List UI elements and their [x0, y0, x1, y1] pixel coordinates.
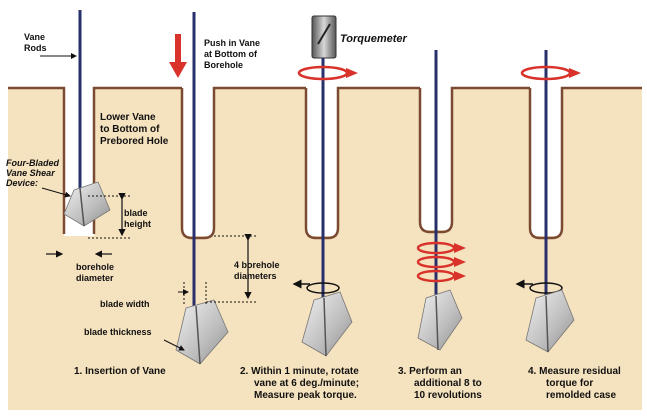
vane-blade-1	[63, 181, 111, 227]
label-push-2: at Bottom of	[204, 49, 258, 59]
step-2-caption-line-1: 2. Within 1 minute, rotate	[240, 366, 359, 377]
label-lower-2: to Bottom of	[100, 124, 160, 135]
label-torquemeter: Torquemeter	[340, 33, 408, 45]
device-pointer	[41, 187, 71, 198]
step-2-caption-line-2: vane at 6 deg./minute;	[254, 378, 359, 389]
label-four-diam-1: 4 borehole	[234, 260, 280, 270]
label-push-3: Borehole	[204, 60, 243, 70]
label-borehole-diameter-1: borehole	[76, 262, 114, 272]
vane-blade-2	[175, 299, 229, 365]
borehole-2	[180, 86, 306, 240]
label-device-1: Four-Bladed	[6, 158, 60, 168]
rotation-arrow-top-3	[297, 65, 358, 81]
rotation-arrow-top-5	[520, 65, 581, 81]
label-lower-3: Prebored Hole	[100, 136, 169, 147]
label-vane-rods-2: Rods	[24, 43, 47, 53]
label-blade-height-1: blade	[124, 208, 148, 218]
label-blade-height-2: height	[124, 219, 151, 229]
torquemeter-icon	[311, 15, 337, 59]
step-1-caption: 1. Insertion of Vane	[74, 366, 166, 377]
label-push-1: Push in Vane	[204, 38, 260, 48]
label-device-2: Vane Shear	[6, 168, 55, 178]
revolution-arrows-4	[416, 241, 466, 283]
rotation-arrow-bottom-3	[292, 279, 340, 294]
blade-thickness-pointer	[163, 339, 185, 351]
push-arrow	[169, 34, 187, 78]
step-4-caption-line-2: torque for	[546, 378, 593, 389]
borehole-4	[418, 86, 530, 234]
label-lower-1: Lower Vane	[100, 112, 156, 123]
label-vane-rods-1: Vane	[24, 32, 45, 42]
step-3-caption-line-2: additional 8 to	[414, 378, 482, 389]
step-3-caption-line-3: 10 revolutions	[414, 390, 482, 401]
borehole-5	[528, 86, 642, 240]
step-3-caption-line-1: 3. Perform an	[398, 366, 462, 377]
vane-blade-4	[417, 289, 463, 351]
vane-blade-5	[525, 289, 575, 353]
vane-blade-3	[301, 291, 353, 357]
label-blade-thickness: blade thickness	[84, 327, 152, 337]
label-four-diam-2: diameters	[234, 271, 277, 281]
label-device-3: Device:	[6, 178, 38, 188]
step-4-caption-line-1: 4. Measure residual	[528, 366, 621, 377]
step-2-caption-line-3: Measure peak torque.	[254, 390, 357, 401]
soil-ground	[8, 88, 642, 410]
label-blade-width: blade width	[100, 299, 150, 309]
step-4-caption-line-3: remolded case	[546, 390, 616, 401]
borehole-3	[304, 86, 420, 240]
rotation-arrow-bottom-5	[515, 279, 563, 294]
label-borehole-diameter-2: diameter	[76, 273, 114, 283]
